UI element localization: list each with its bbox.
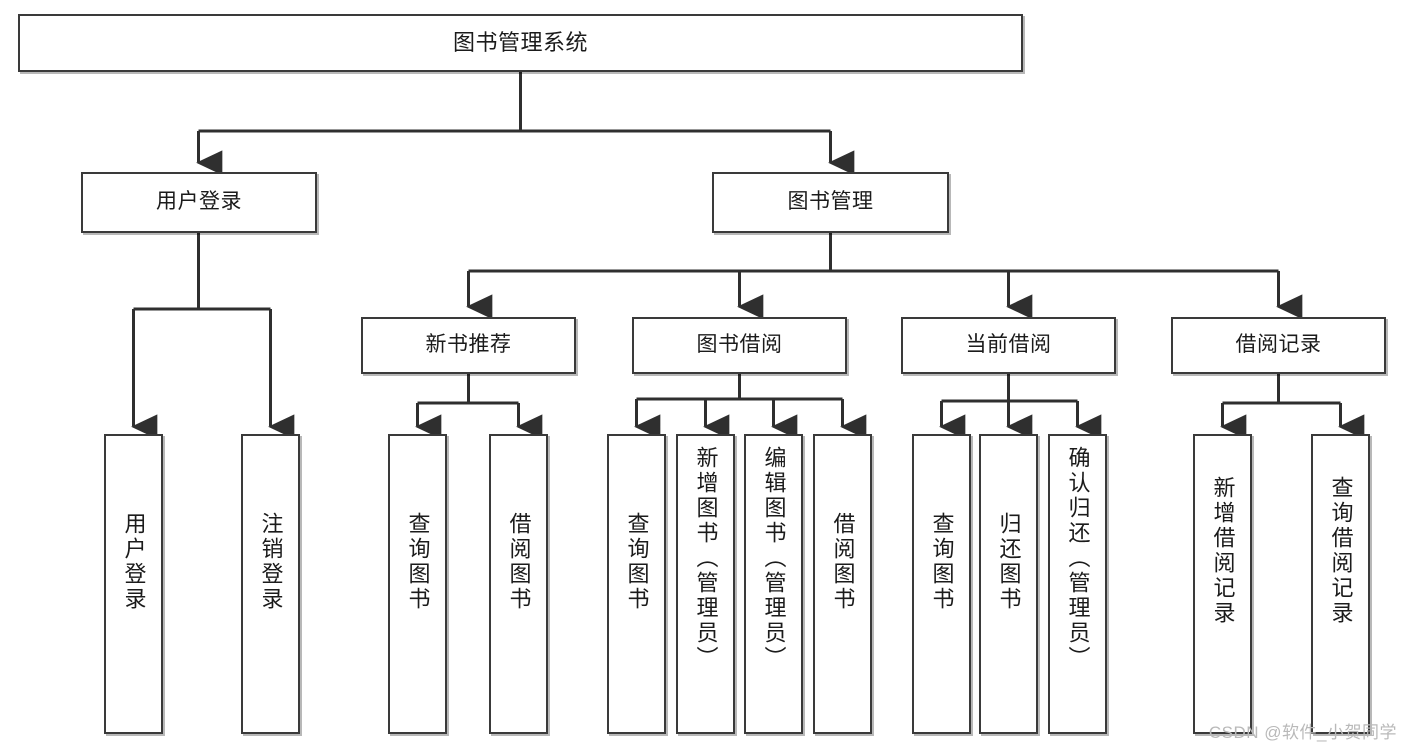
node-leaf-logout[interactable]: 注销登录 — [241, 434, 300, 734]
node-user-login[interactable]: 用户登录 — [81, 172, 317, 233]
node-leaf-edit-book[interactable]: 编辑图书（管理员） — [744, 434, 803, 734]
node-new-book-recommend[interactable]: 新书推荐 — [361, 317, 576, 374]
node-current-borrow-label: 当前借阅 — [965, 333, 1052, 357]
node-book-manage-label: 图书管理 — [787, 190, 874, 214]
node-leaf-add-book-label: 新增图书（管理员） — [693, 446, 719, 671]
node-leaf-borrow-book-1[interactable]: 借阅图书 — [489, 434, 548, 734]
node-leaf-return-book-label: 归还图书 — [996, 512, 1022, 612]
node-borrow-record-label: 借阅记录 — [1235, 333, 1322, 357]
node-leaf-borrow-book-1-label: 借阅图书 — [506, 512, 532, 612]
node-leaf-user-login[interactable]: 用户登录 — [104, 434, 163, 734]
node-root-label: 图书管理系统 — [452, 30, 588, 56]
node-leaf-borrow-book-2[interactable]: 借阅图书 — [813, 434, 872, 734]
node-new-book-recommend-label: 新书推荐 — [425, 333, 512, 357]
node-leaf-query-book-1[interactable]: 查询图书 — [388, 434, 447, 734]
node-root[interactable]: 图书管理系统 — [18, 14, 1023, 72]
node-leaf-query-book-3[interactable]: 查询图书 — [912, 434, 971, 734]
node-leaf-add-record[interactable]: 新增借阅记录 — [1193, 434, 1252, 734]
node-leaf-user-login-label: 用户登录 — [121, 512, 147, 612]
node-leaf-borrow-book-2-label: 借阅图书 — [830, 512, 856, 612]
node-current-borrow[interactable]: 当前借阅 — [901, 317, 1116, 374]
node-leaf-confirm-return-label: 确认归还（管理员） — [1065, 446, 1091, 671]
node-leaf-query-book-2[interactable]: 查询图书 — [607, 434, 666, 734]
node-leaf-query-record[interactable]: 查询借阅记录 — [1311, 434, 1370, 734]
node-leaf-edit-book-label: 编辑图书（管理员） — [761, 446, 787, 671]
node-leaf-confirm-return[interactable]: 确认归还（管理员） — [1048, 434, 1107, 734]
node-leaf-query-record-label: 查询借阅记录 — [1328, 476, 1354, 626]
node-leaf-query-book-3-label: 查询图书 — [929, 512, 955, 612]
node-book-borrow-label: 图书借阅 — [696, 333, 783, 357]
node-leaf-query-book-2-label: 查询图书 — [624, 512, 650, 612]
node-leaf-add-record-label: 新增借阅记录 — [1210, 476, 1236, 626]
node-leaf-return-book[interactable]: 归还图书 — [979, 434, 1038, 734]
node-book-borrow[interactable]: 图书借阅 — [632, 317, 847, 374]
node-borrow-record[interactable]: 借阅记录 — [1171, 317, 1386, 374]
node-user-login-label: 用户登录 — [156, 190, 242, 214]
node-leaf-add-book[interactable]: 新增图书（管理员） — [676, 434, 735, 734]
node-leaf-query-book-1-label: 查询图书 — [405, 512, 431, 612]
node-leaf-logout-label: 注销登录 — [258, 512, 284, 612]
node-book-manage[interactable]: 图书管理 — [712, 172, 949, 233]
